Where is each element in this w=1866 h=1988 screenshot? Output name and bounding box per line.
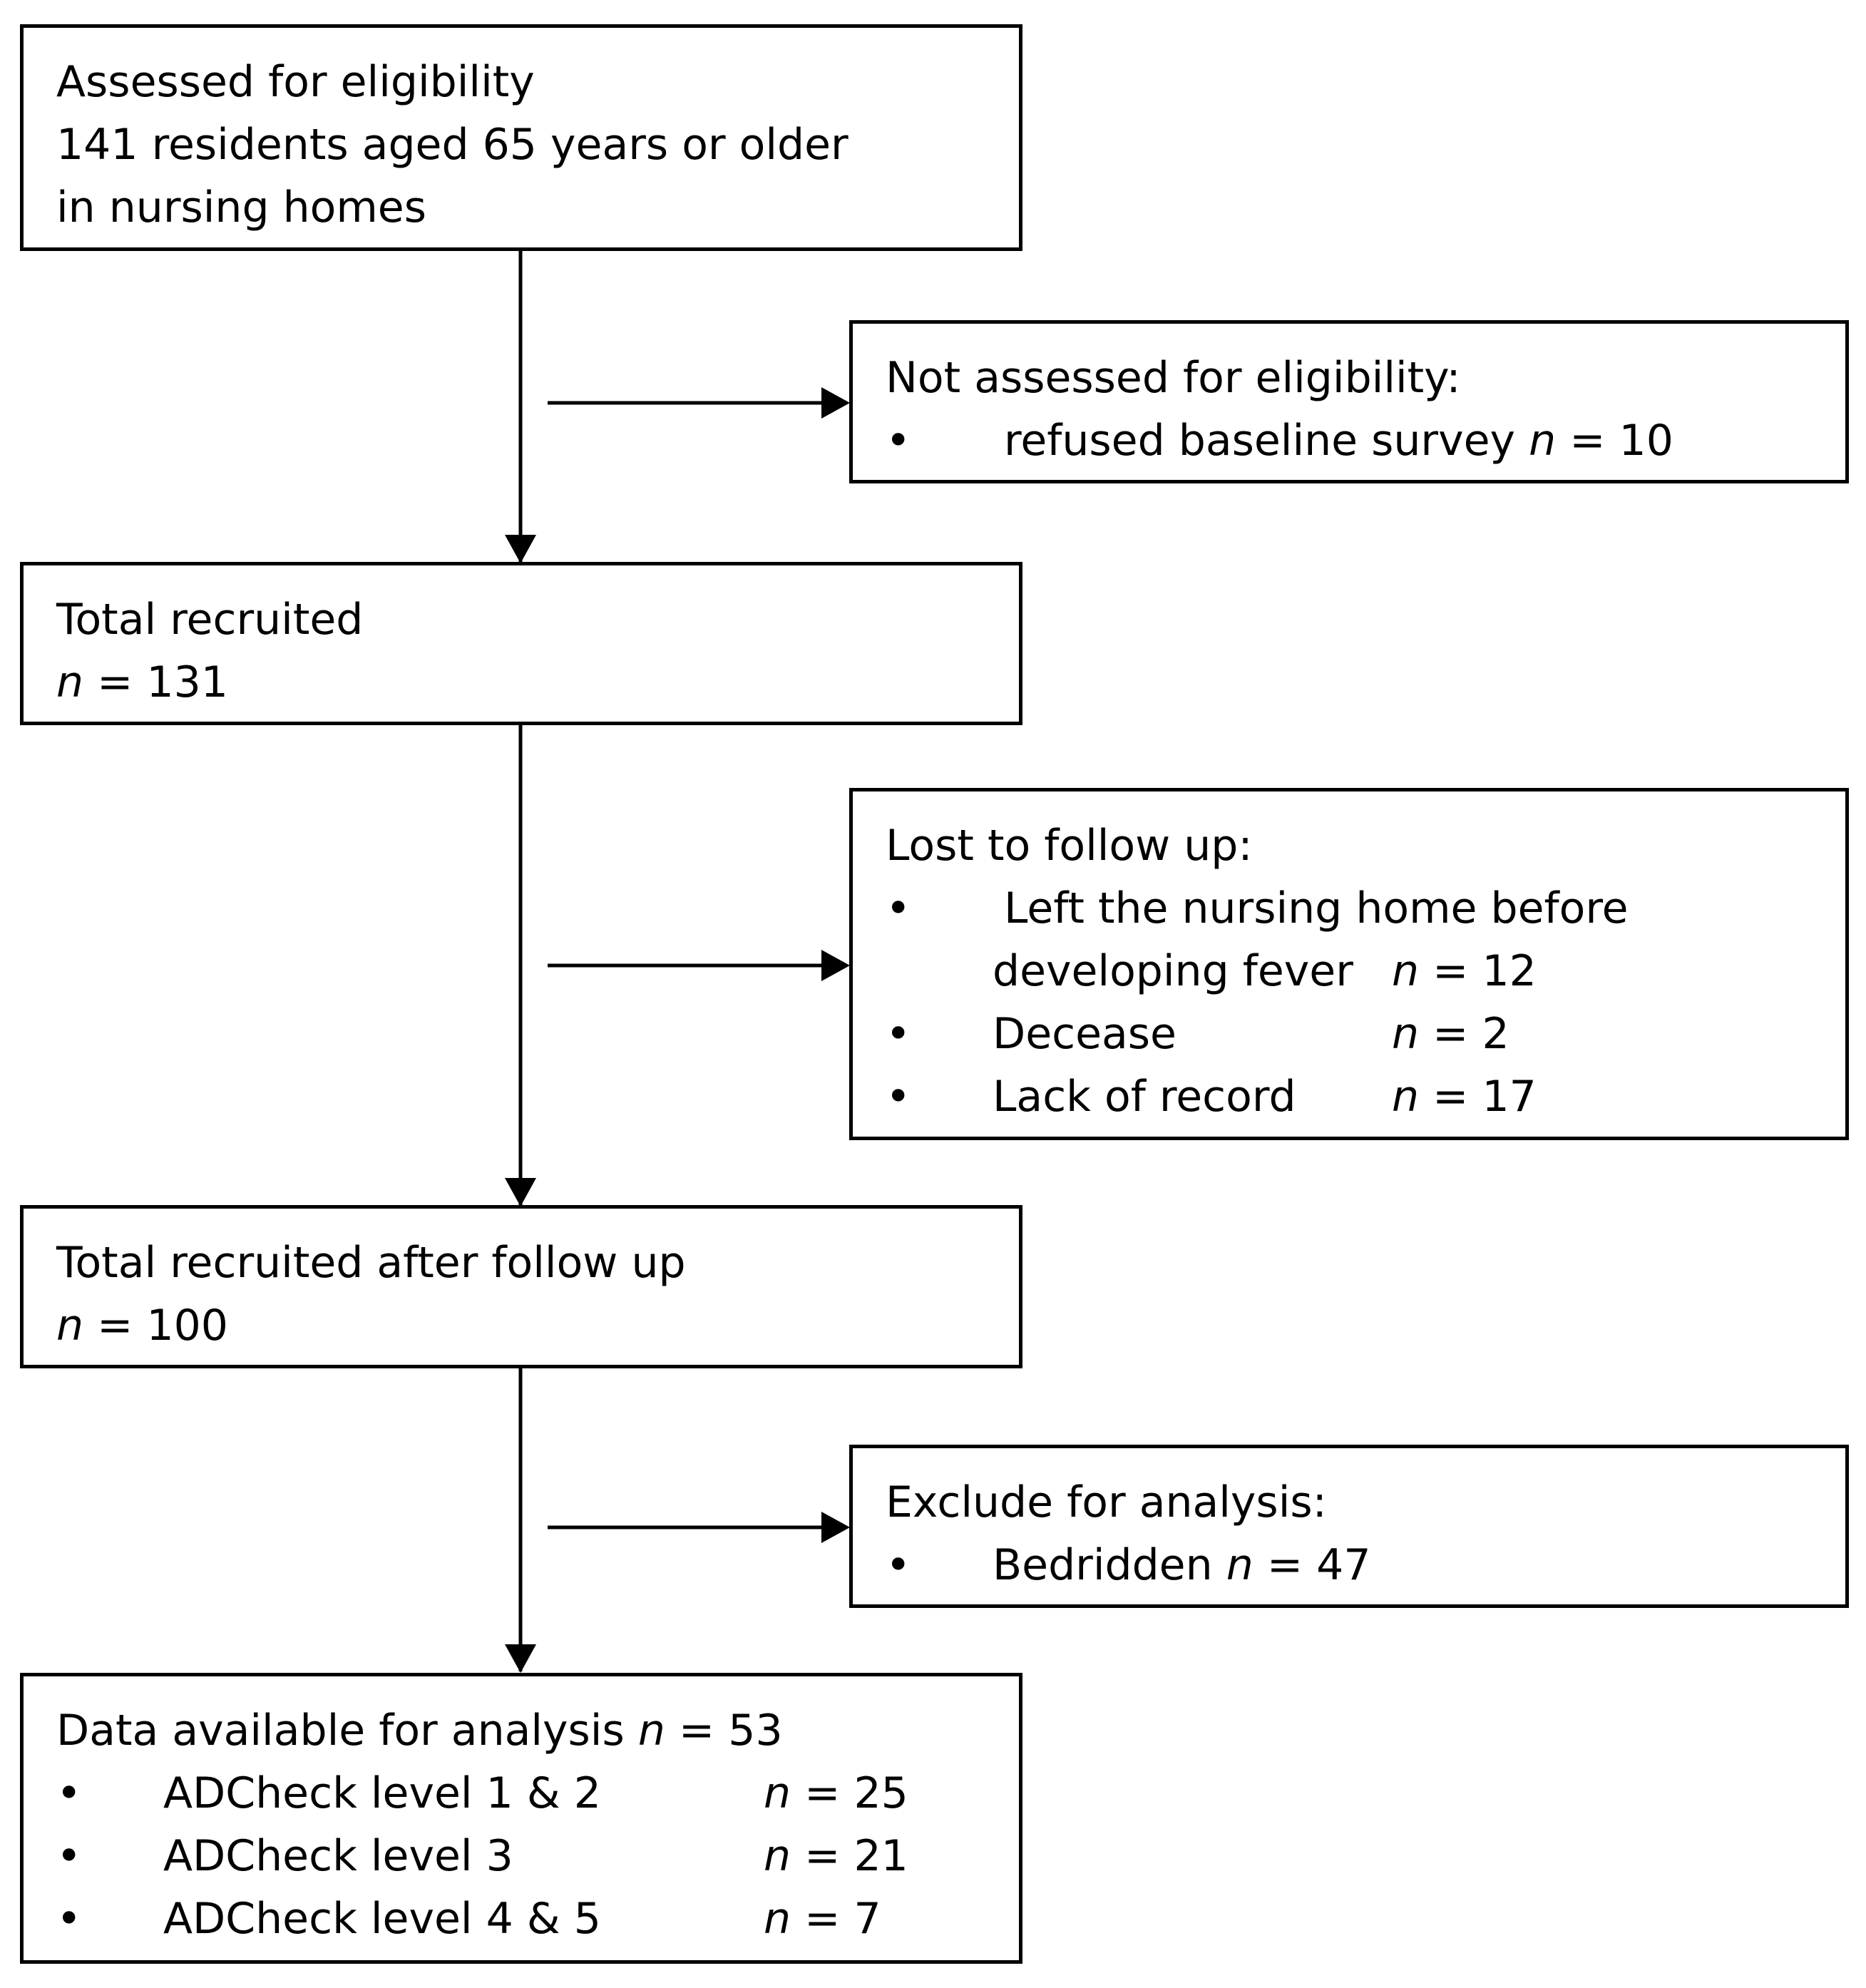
n-label: n — [1529, 416, 1557, 466]
lost-item-3: • Lack of record n = 17 — [886, 1065, 1845, 1128]
analysis-item-1-count: n = 25 — [764, 1762, 908, 1825]
node-excluded-heading: Exclude for analysis: — [886, 1477, 1327, 1527]
bullet: • — [886, 1072, 911, 1122]
analysis-item-2-text: ADCheck level 3 — [163, 1831, 513, 1881]
analysis-item-1: • ADCheck level 1 & 2 n = 25 — [56, 1762, 1019, 1825]
n-value: = 17 — [1432, 1072, 1537, 1122]
excluded-item: • Bedridden n = 47 — [886, 1534, 1845, 1597]
n-label: n — [764, 1768, 791, 1818]
arrowhead-excluded — [821, 1512, 850, 1543]
bullet: • — [886, 883, 911, 933]
analysis-item-3-text: ADCheck level 4 & 5 — [163, 1894, 601, 1944]
arrowhead-recruited — [505, 535, 536, 563]
bullet: • — [56, 1831, 82, 1881]
node-after-follow-up-heading: Total recruited after follow up — [56, 1238, 686, 1288]
analysis-item-1-text: ADCheck level 1 & 2 — [163, 1768, 601, 1818]
node-lost-heading: Lost to follow up: — [886, 821, 1253, 871]
lost-item-2: • Decease n = 2 — [886, 1003, 1845, 1065]
arrowhead-not-assessed — [821, 387, 850, 419]
n-value: = 2 — [1432, 1009, 1509, 1059]
node-analysis-heading: Data available for analysis n = 53 — [56, 1699, 1019, 1762]
node-assessed-line-2: 141 residents aged 65 years or older — [56, 120, 849, 170]
lost-item-1-text: Left the nursing home before — [1004, 883, 1629, 933]
bullet: • — [886, 1009, 911, 1059]
n-label: n — [637, 1706, 665, 1756]
n-value: = 7 — [804, 1894, 881, 1944]
node-after-follow-up: Total recruited after follow up n = 100 — [20, 1205, 1022, 1368]
excluded-item-text: Bedridden n = 47 — [993, 1534, 1371, 1597]
node-lost: Lost to follow up: • Left the nursing ho… — [849, 788, 1849, 1140]
node-after-follow-up-count: n = 100 — [56, 1294, 1019, 1357]
n-value: = 53 — [678, 1706, 783, 1756]
n-label: n — [56, 1301, 84, 1351]
heading-text: Data available for analysis — [56, 1706, 625, 1756]
item-text: refused baseline survey — [1004, 416, 1516, 466]
node-recruited: Total recruited n = 131 — [20, 562, 1022, 725]
node-excluded: Exclude for analysis: • Bedridden n = 47 — [849, 1445, 1849, 1608]
n-value: = 25 — [804, 1768, 908, 1818]
item-text: Bedridden — [993, 1540, 1213, 1590]
node-not-assessed-item: • refused baseline survey n = 10 — [886, 409, 1845, 472]
bullet: • — [886, 1540, 911, 1590]
lost-item-2-text: Decease — [993, 1009, 1176, 1059]
n-value: = 131 — [97, 657, 228, 707]
n-value: = 10 — [1569, 416, 1673, 466]
node-recruited-count: n = 131 — [56, 651, 1019, 714]
n-value: = 47 — [1266, 1540, 1371, 1590]
n-label: n — [1392, 1009, 1420, 1059]
arrowhead-after-follow-up — [505, 1178, 536, 1206]
node-assessed: Assessed for eligibility 141 residents a… — [20, 24, 1022, 251]
node-not-assessed: Not assessed for eligibility: • refused … — [849, 320, 1849, 483]
lost-item-1-text-cont: developing fever — [993, 946, 1353, 996]
n-label: n — [1392, 946, 1420, 996]
bullet: • — [56, 1894, 82, 1944]
lost-item-3-text: Lack of record — [993, 1072, 1296, 1122]
node-recruited-heading: Total recruited — [56, 595, 364, 645]
arrowhead-analysis — [505, 1644, 536, 1673]
n-label: n — [1226, 1540, 1254, 1590]
n-label: n — [56, 657, 84, 707]
arrowhead-lost — [821, 950, 850, 981]
n-value: = 100 — [97, 1301, 228, 1351]
n-label: n — [1392, 1072, 1420, 1122]
analysis-item-3: • ADCheck level 4 & 5 n = 7 — [56, 1887, 1019, 1950]
n-value: = 21 — [804, 1831, 908, 1881]
bullet: • — [886, 416, 911, 466]
bullet: • — [56, 1768, 82, 1818]
n-label: n — [764, 1894, 791, 1944]
analysis-item-3-count: n = 7 — [764, 1887, 881, 1950]
lost-item-2-count: n = 2 — [1392, 1003, 1509, 1065]
not-assessed-item-text: refused baseline survey n = 10 — [1004, 409, 1673, 472]
n-label: n — [764, 1831, 791, 1881]
lost-item-1: • Left the nursing home before — [886, 877, 1845, 940]
node-assessed-line-1: Assessed for eligibility — [56, 57, 535, 107]
analysis-item-2: • ADCheck level 3 n = 21 — [56, 1825, 1019, 1887]
node-analysis: Data available for analysis n = 53 • ADC… — [20, 1673, 1022, 1964]
node-assessed-line-3: in nursing homes — [56, 183, 426, 232]
n-value: = 12 — [1432, 946, 1537, 996]
lost-item-1-cont: developing fever n = 12 — [886, 940, 1845, 1003]
lost-item-3-count: n = 17 — [1392, 1065, 1537, 1128]
lost-item-1-count: n = 12 — [1392, 940, 1537, 1003]
analysis-item-2-count: n = 21 — [764, 1825, 908, 1887]
node-not-assessed-heading: Not assessed for eligibility: — [886, 353, 1461, 403]
